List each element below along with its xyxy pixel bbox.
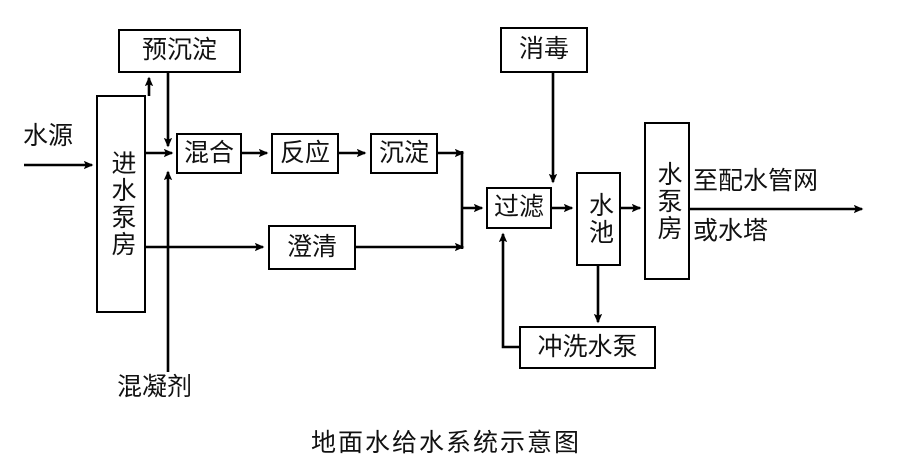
node-sedimentation[interactable]: 沉淀 bbox=[370, 133, 438, 174]
node-filtration[interactable]: 过滤 bbox=[486, 187, 552, 229]
node-filtration-label: 过滤 bbox=[493, 194, 544, 222]
node-water-pump-house[interactable]: 水泵房 bbox=[644, 122, 690, 280]
node-backwash-pump-label: 冲洗水泵 bbox=[537, 333, 638, 361]
label-or-water-tower: 或水塔 bbox=[693, 218, 769, 245]
node-disinfection[interactable]: 消毒 bbox=[500, 27, 588, 73]
node-presedimentation-label: 预沉淀 bbox=[141, 37, 217, 65]
node-intake-pump-house-label: 进水泵房 bbox=[108, 150, 135, 258]
node-reaction[interactable]: 反应 bbox=[271, 133, 339, 174]
node-mixing[interactable]: 混合 bbox=[176, 133, 242, 174]
node-backwash-pump[interactable]: 冲洗水泵 bbox=[519, 326, 656, 369]
node-sedimentation-label: 沉淀 bbox=[378, 139, 429, 167]
node-mixing-label: 混合 bbox=[183, 139, 234, 167]
node-clarification-label: 澄清 bbox=[286, 233, 337, 261]
edge-junction-to-filter bbox=[460, 151, 484, 249]
node-water-pump-house-label: 水泵房 bbox=[654, 160, 681, 242]
diagram-caption: 地面水给水系统示意图 bbox=[311, 430, 582, 457]
label-to-distribution-network: 至配水管网 bbox=[693, 168, 819, 195]
label-water-source: 水源 bbox=[23, 123, 74, 150]
node-intake-pump-house[interactable]: 进水泵房 bbox=[96, 95, 146, 313]
node-disinfection-label: 消毒 bbox=[518, 36, 569, 64]
node-clearwater-tank-label: 水池 bbox=[585, 192, 613, 246]
node-clarification[interactable]: 澄清 bbox=[268, 225, 356, 270]
node-reaction-label: 反应 bbox=[279, 139, 330, 167]
edge-backwash-to-filter bbox=[498, 232, 519, 349]
node-clearwater-tank[interactable]: 水池 bbox=[576, 172, 621, 266]
node-presedimentation[interactable]: 预沉淀 bbox=[118, 29, 241, 73]
label-coagulant: 混凝剂 bbox=[117, 374, 193, 401]
